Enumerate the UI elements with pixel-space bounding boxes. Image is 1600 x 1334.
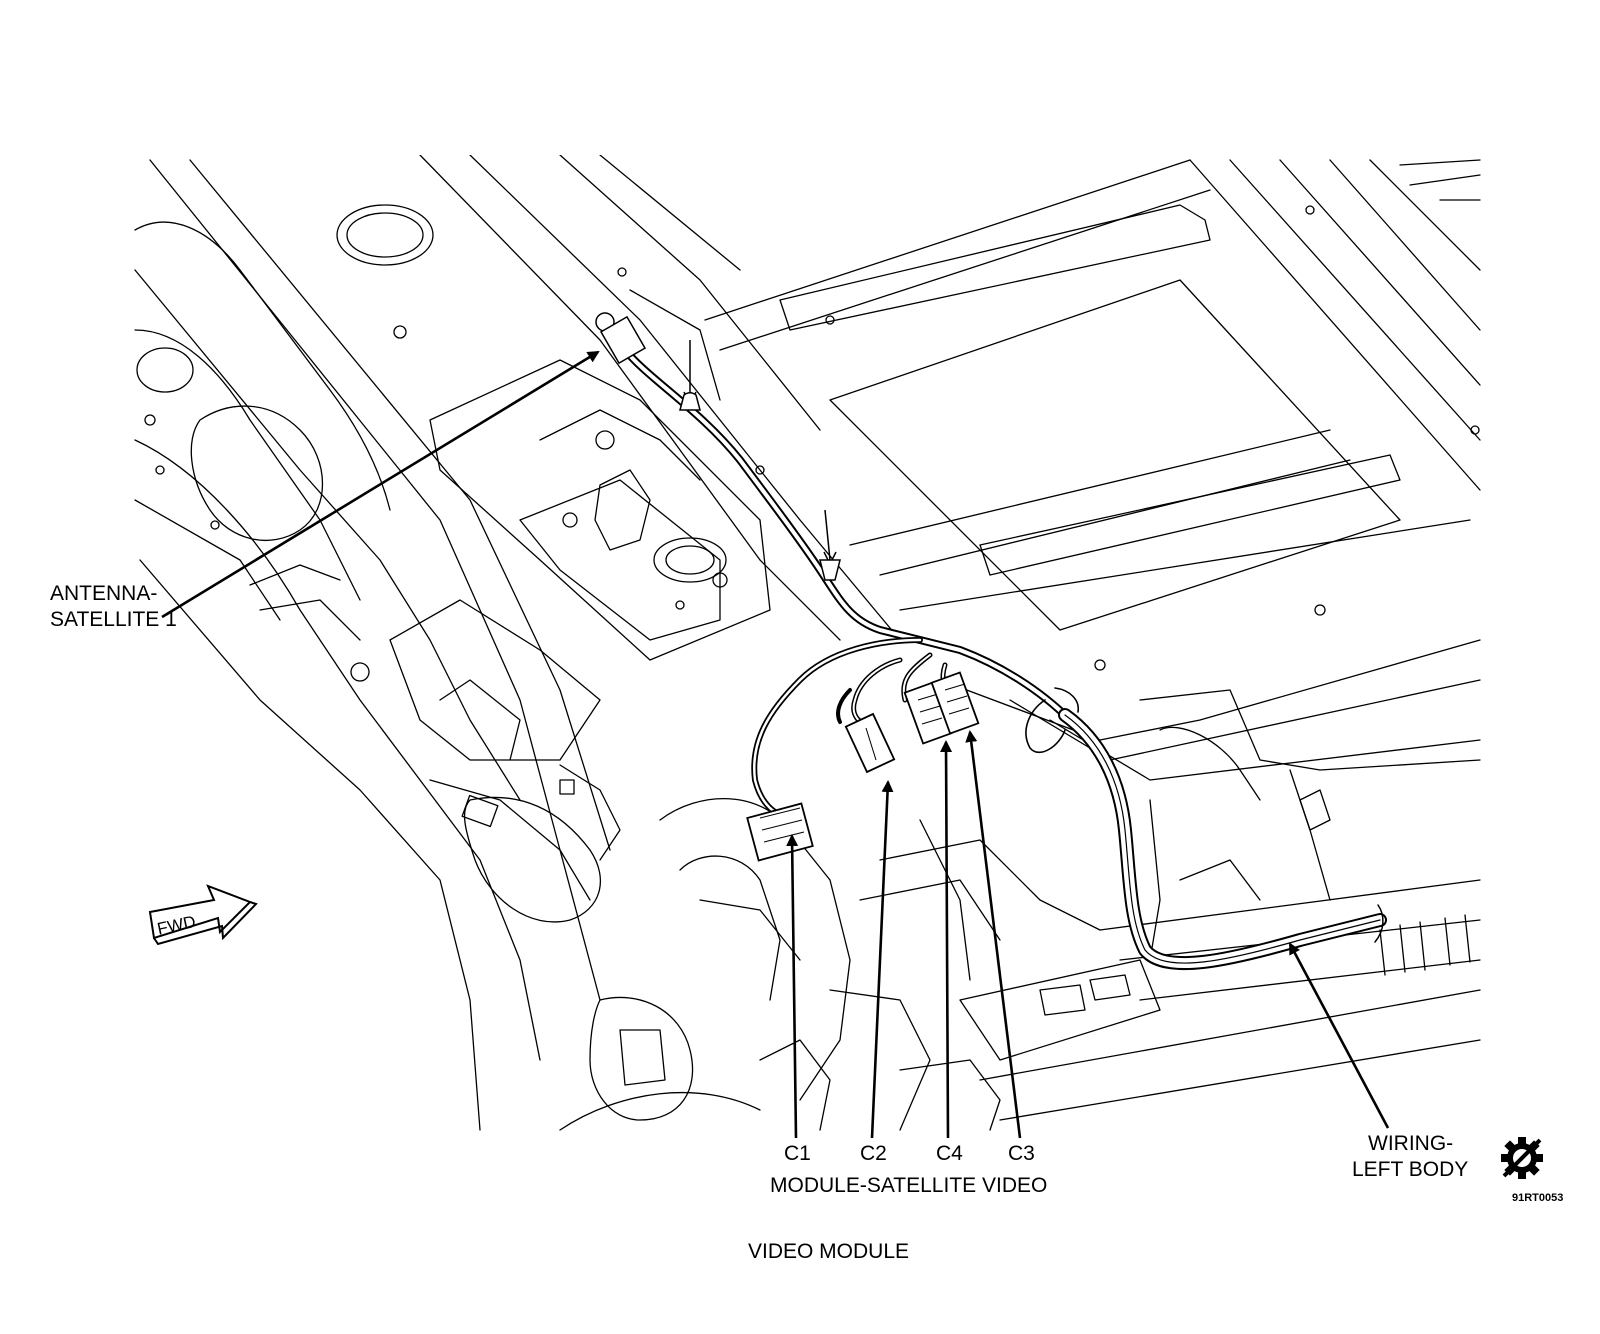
gear-icon bbox=[1501, 1137, 1543, 1179]
antenna-label-line2: SATELLITE 1 bbox=[50, 608, 177, 631]
wiring-harness bbox=[621, 346, 1387, 971]
leader-c4 bbox=[940, 740, 953, 1139]
connector-c3 bbox=[930, 671, 980, 735]
leader-antenna bbox=[161, 350, 600, 619]
leader-arrows bbox=[161, 350, 1390, 1139]
leader-c1 bbox=[786, 834, 799, 1139]
antenna-connector bbox=[595, 312, 841, 581]
module-label: MODULE-SATELLITE VIDEO bbox=[770, 1174, 1048, 1197]
connector-c1 bbox=[746, 802, 814, 862]
leader-wiring bbox=[1288, 942, 1390, 1129]
antenna-label-line1: ANTENNA- bbox=[50, 582, 158, 605]
fwd-arrow-icon: FWD bbox=[148, 884, 258, 946]
connector-c4-label: C4 bbox=[936, 1142, 963, 1165]
wiring-label-line1: WIRING- bbox=[1368, 1132, 1454, 1155]
body-structure-lines bbox=[134, 155, 1481, 1131]
figure-caption: VIDEO MODULE bbox=[748, 1240, 910, 1263]
leader-c2 bbox=[870, 780, 894, 1139]
figure-code: 91RT0053 bbox=[1512, 1192, 1564, 1204]
connector-c2-label: C2 bbox=[860, 1142, 887, 1165]
wiring-label-line2: LEFT BODY bbox=[1352, 1158, 1469, 1181]
connector-c1-label: C1 bbox=[784, 1142, 811, 1165]
connector-c2 bbox=[844, 712, 896, 774]
module-connectors bbox=[746, 671, 980, 862]
leader-c3 bbox=[965, 730, 1022, 1139]
connector-c3-label: C3 bbox=[1008, 1142, 1035, 1165]
